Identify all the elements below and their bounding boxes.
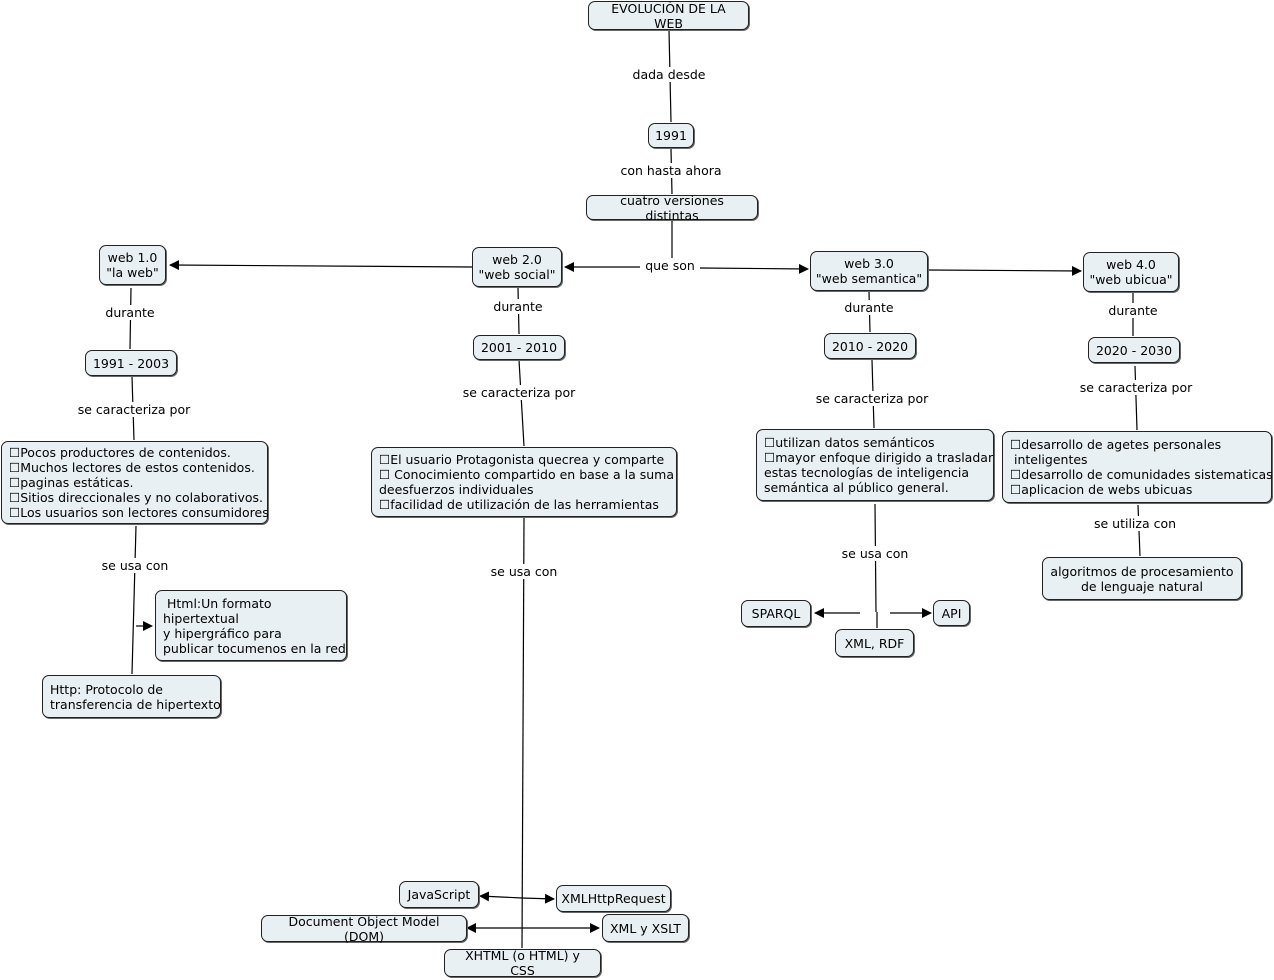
edge-web2-web1 [169,260,473,271]
node-javascript[interactable]: JavaScript [399,881,479,908]
trait-line: ☐desarrollo de comunidades sistematicas [1010,467,1273,482]
node-traits-web1[interactable]: ☐Pocos productores de contenidos. ☐Mucho… [1,441,269,524]
edge-hub-web3 [699,263,809,274]
nlp-line: algoritmos de procesamiento [1050,563,1234,579]
link-label-usa-con-3: se usa con [838,546,912,561]
link-label-durante-web1: durante [102,305,158,320]
http-line: Http: Protocolo de [50,681,163,697]
node-period-4[interactable]: 2020 - 2030 [1088,337,1180,363]
link-label-caracteriza-1: se caracteriza por [74,402,194,417]
edge-period2-traits [518,359,525,447]
link-label-durante-web2: durante [490,299,546,314]
http-line: transferencia de hipertexto [50,696,221,712]
node-nlp[interactable]: algoritmos de procesamiento de lenguaje … [1042,557,1242,600]
link-label-durante-web3: durante [841,300,897,315]
link-label-durante-web4: durante [1105,303,1161,318]
node-web1[interactable]: web 1.0"la web" [99,245,166,285]
edge-traits2-xhtml [521,517,525,949]
link-label-dada-desde: dada desde [629,67,709,82]
trait-line: estas tecnologías de inteligencia [764,465,970,480]
trait-line: deesfuerzos individuales [379,482,534,497]
node-web4[interactable]: web 4.0"web ubicua" [1083,252,1179,292]
link-label-caracteriza-3: se caracteriza por [812,391,932,406]
node-web3-line: web 3.0 [844,256,894,271]
node-http[interactable]: Http: Protocolo de transferencia de hipe… [42,675,221,718]
trait-line: inteligentes [1010,452,1088,467]
trait-line: ☐El usuario Protagonista quecrea y compa… [379,452,665,467]
node-web2[interactable]: web 2.0"web social" [472,247,562,287]
link-label-usa-con-2: se usa con [487,564,561,579]
trait-line: ☐facilidad de utilización de las herrami… [379,497,659,512]
node-root[interactable]: EVOLUCIÓN DE LA WEB [588,1,749,31]
trait-line: ☐mayor enfoque dirigido a trasladar [764,450,994,465]
html-line: hipertextual [163,610,239,626]
node-traits-web3[interactable]: ☐utilizan datos semánticos ☐mayor enfoqu… [756,429,994,501]
node-api[interactable]: API [933,600,970,626]
trait-line: ☐desarrollo de agetes personales [1010,437,1222,452]
node-web2-line: "web social" [478,267,556,282]
node-xhtml-css[interactable]: XHTML (o HTML) y CSS [444,948,601,978]
node-web4-line: web 4.0 [1106,257,1156,272]
node-traits-web4[interactable]: ☐desarrollo de agetes personales intelig… [1002,431,1273,503]
trait-line: ☐Sitios direccionales y no colaborativos… [9,490,264,505]
html-line: publicar tocumenos en la red [163,640,346,656]
node-xml-xslt[interactable]: XML y XSLT [602,914,689,942]
node-traits-web2[interactable]: ☐El usuario Protagonista quecrea y compa… [371,447,677,517]
node-web4-line: "web ubicua" [1089,272,1173,287]
edge-xhtml-javascript [479,891,523,902]
edge-period4-traits [1134,365,1138,431]
node-web1-line: "la web" [106,265,159,280]
link-label-caracteriza-4: se caracteriza por [1076,380,1196,395]
node-period-2[interactable]: 2001 - 2010 [473,335,565,360]
trait-line: ☐Muchos lectores de estos contenidos. [9,460,255,475]
link-label-con-hasta-ahora: con hasta ahora [617,163,725,178]
node-period-1[interactable]: 1991 - 2003 [85,350,177,376]
edge-web3-web4 [927,265,1082,276]
node-four-versions[interactable]: cuatro versiones distintas [586,193,758,223]
trait-line: ☐aplicacion de webs ubicuas [1010,482,1193,497]
trait-line: ☐ Conocimiento compartido en base a la s… [379,467,674,482]
node-web1-line: web 1.0 [107,250,158,265]
node-period-3[interactable]: 2010 - 2020 [824,333,916,359]
node-html[interactable]: Html:Un formato hipertextual y hipergráf… [155,590,347,661]
trait-line: ☐paginas estáticas. [9,475,134,490]
trait-line: semántica al público general. [764,480,949,495]
node-dom[interactable]: Document Object Model (DOM) [261,914,467,944]
node-web3-line: "web semantica" [815,271,923,286]
trait-line: ☐utilizan datos semánticos [764,435,935,450]
node-year-1991[interactable]: 1991 [648,123,694,148]
edge-xhtml-xmlhttprequest [521,893,555,904]
nlp-line: de lenguaje natural [1080,578,1203,594]
trait-line: ☐Los usuarios son lectores consumidores [9,505,269,520]
node-xmlhttprequest[interactable]: XMLHttpRequest [556,885,671,912]
node-xml-rdf[interactable]: XML, RDF [835,629,914,657]
node-web2-line: web 2.0 [492,252,542,267]
link-label-utiliza-con: se utiliza con [1090,516,1180,531]
link-label-caracteriza-2: se caracteriza por [459,385,579,400]
html-line: y hipergráfico para [163,625,282,641]
node-sparql[interactable]: SPARQL [741,600,811,627]
link-label-que-son: que son [642,258,698,273]
node-web3[interactable]: web 3.0"web semantica" [810,251,928,291]
link-label-usa-con-1: se usa con [98,558,172,573]
trait-line: ☐Pocos productores de contenidos. [9,445,231,460]
edge-traits1-http [131,525,137,675]
html-line: Html:Un formato [163,595,272,611]
